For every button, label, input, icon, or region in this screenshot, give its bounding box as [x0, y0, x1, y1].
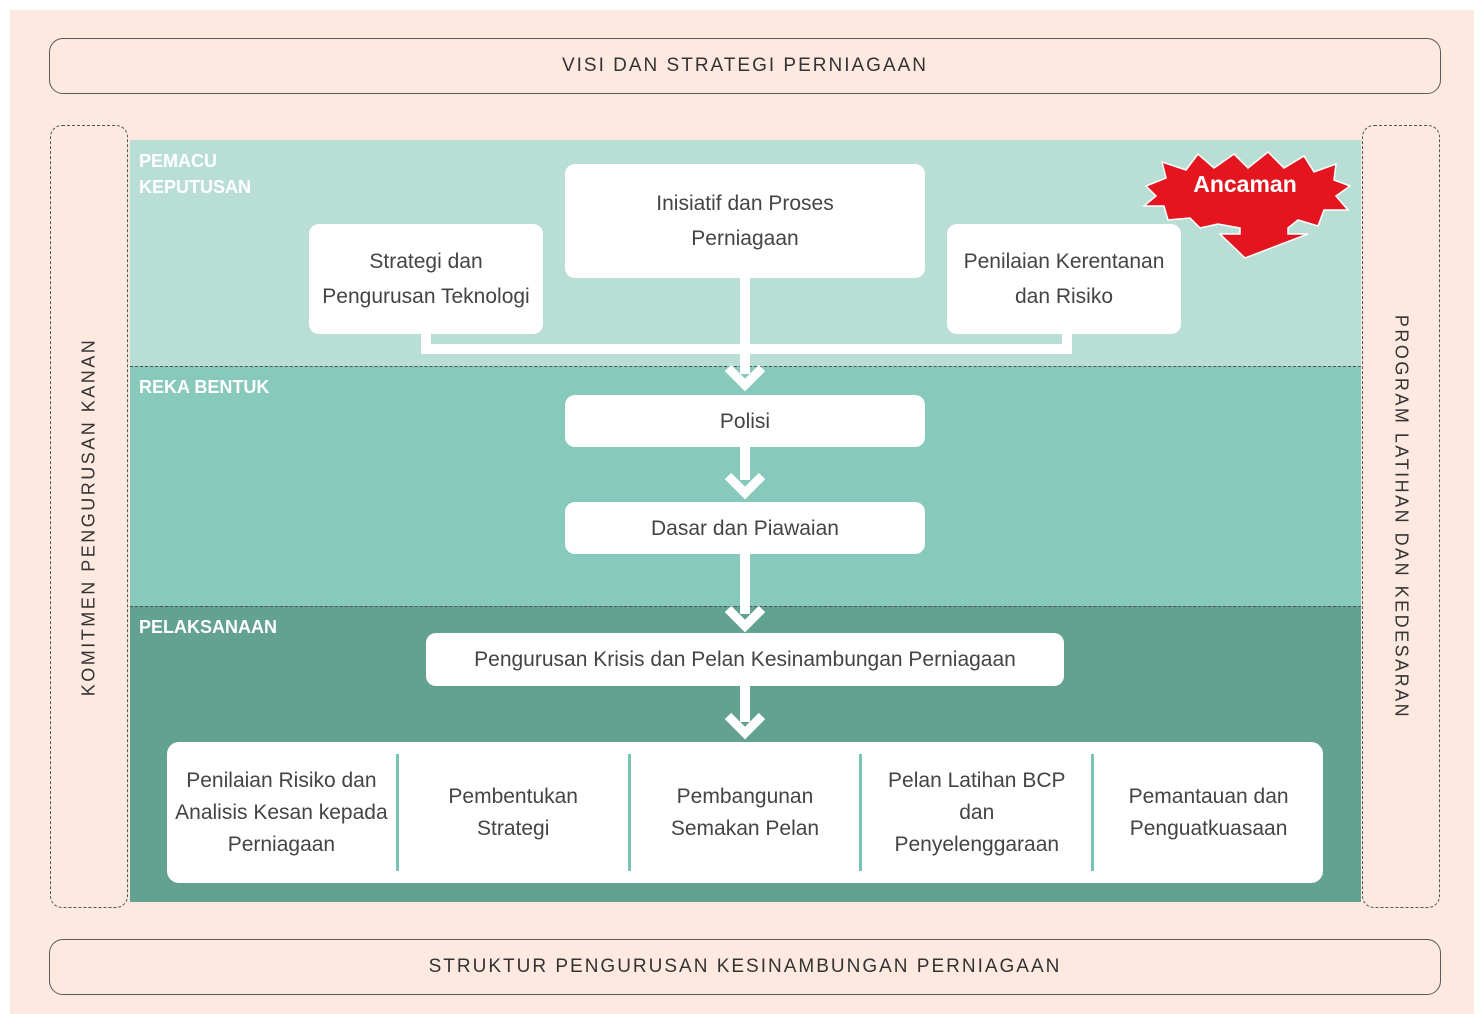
step-plan-development: Pembangunan Semakan Pelan	[631, 742, 860, 883]
implementation-label: PELAKSANAAN	[139, 617, 278, 637]
crisis-management-label: Pengurusan Krisis dan Pelan Kesinambunga…	[474, 648, 1016, 671]
arrow-down-icon	[724, 364, 766, 392]
burst-arrow-down-icon	[1141, 150, 1352, 259]
step-divider	[1091, 754, 1095, 871]
step-label: Pelan Latihan BCP dan Penyelenggaraan	[888, 768, 1066, 856]
framework-label: STRUKTUR PENGURUSAN KESINAMBUNGAN PERNIA…	[428, 956, 1062, 977]
implementation-steps: Penilaian Risiko dan Analisis Kesan kepa…	[167, 742, 1323, 883]
policy-box: Polisi	[565, 395, 925, 447]
tech-strategy-box: Strategi dan Pengurusan Teknologi	[309, 224, 543, 334]
vision-strategy-bar: VISI DAN STRATEGI PERNIAGAAN	[49, 38, 1441, 94]
step-strategy-formation: Pembentukan Strategi	[399, 742, 628, 883]
decision-drivers-label: PEMACU KEPUTUSAN	[139, 151, 252, 197]
step-label: Pembangunan Semakan Pelan	[670, 784, 820, 840]
arrow-down-icon	[724, 472, 766, 500]
framework-bar: STRUKTUR PENGURUSAN KESINAMBUNGAN PERNIA…	[49, 939, 1441, 995]
tech-strategy-label: Strategi dan Pengurusan Teknologi	[322, 250, 530, 308]
initiative-box: Inisiatif dan Proses Perniagaan	[565, 164, 925, 278]
step-label: Pembentukan Strategi	[448, 784, 578, 840]
step-divider	[859, 754, 863, 871]
vision-strategy-label: VISI DAN STRATEGI PERNIAGAAN	[561, 55, 929, 76]
policy-label: Polisi	[719, 409, 771, 433]
step-divider	[395, 754, 399, 871]
design-label: REKA BENTUK	[139, 377, 270, 397]
training-awareness-pillar: PROGRAM LATIHAN DAN KEDESARAN	[1362, 125, 1440, 908]
step-label: Pemantauan dan Penguatkuasaan	[1128, 784, 1289, 840]
threat-label: Ancaman	[1193, 171, 1297, 197]
crisis-management-box: Pengurusan Krisis dan Pelan Kesinambunga…	[426, 633, 1064, 686]
risk-assessment-label: Penilaian Kerentanan dan Risiko	[963, 250, 1165, 308]
initiative-label: Inisiatif dan Proses Perniagaan	[656, 192, 834, 250]
arrow-down-icon	[724, 605, 766, 633]
risk-assessment-box: Penilaian Kerentanan dan Risiko	[947, 224, 1181, 334]
step-label: Penilaian Risiko dan Analisis Kesan kepa…	[175, 768, 388, 856]
step-monitoring-enforcement: Pemantauan dan Penguatkuasaan	[1094, 742, 1323, 883]
step-risk-analysis: Penilaian Risiko dan Analisis Kesan kepa…	[167, 742, 396, 883]
management-commitment-pillar: KOMITMEN PENGURUSAN KANAN	[50, 125, 128, 908]
step-training-maintenance: Pelan Latihan BCP dan Penyelenggaraan	[862, 742, 1091, 883]
arrow-down-icon	[724, 712, 766, 740]
standards-label: Dasar dan Piawaian	[651, 516, 839, 540]
standards-box: Dasar dan Piawaian	[565, 502, 925, 554]
step-divider	[627, 754, 631, 871]
